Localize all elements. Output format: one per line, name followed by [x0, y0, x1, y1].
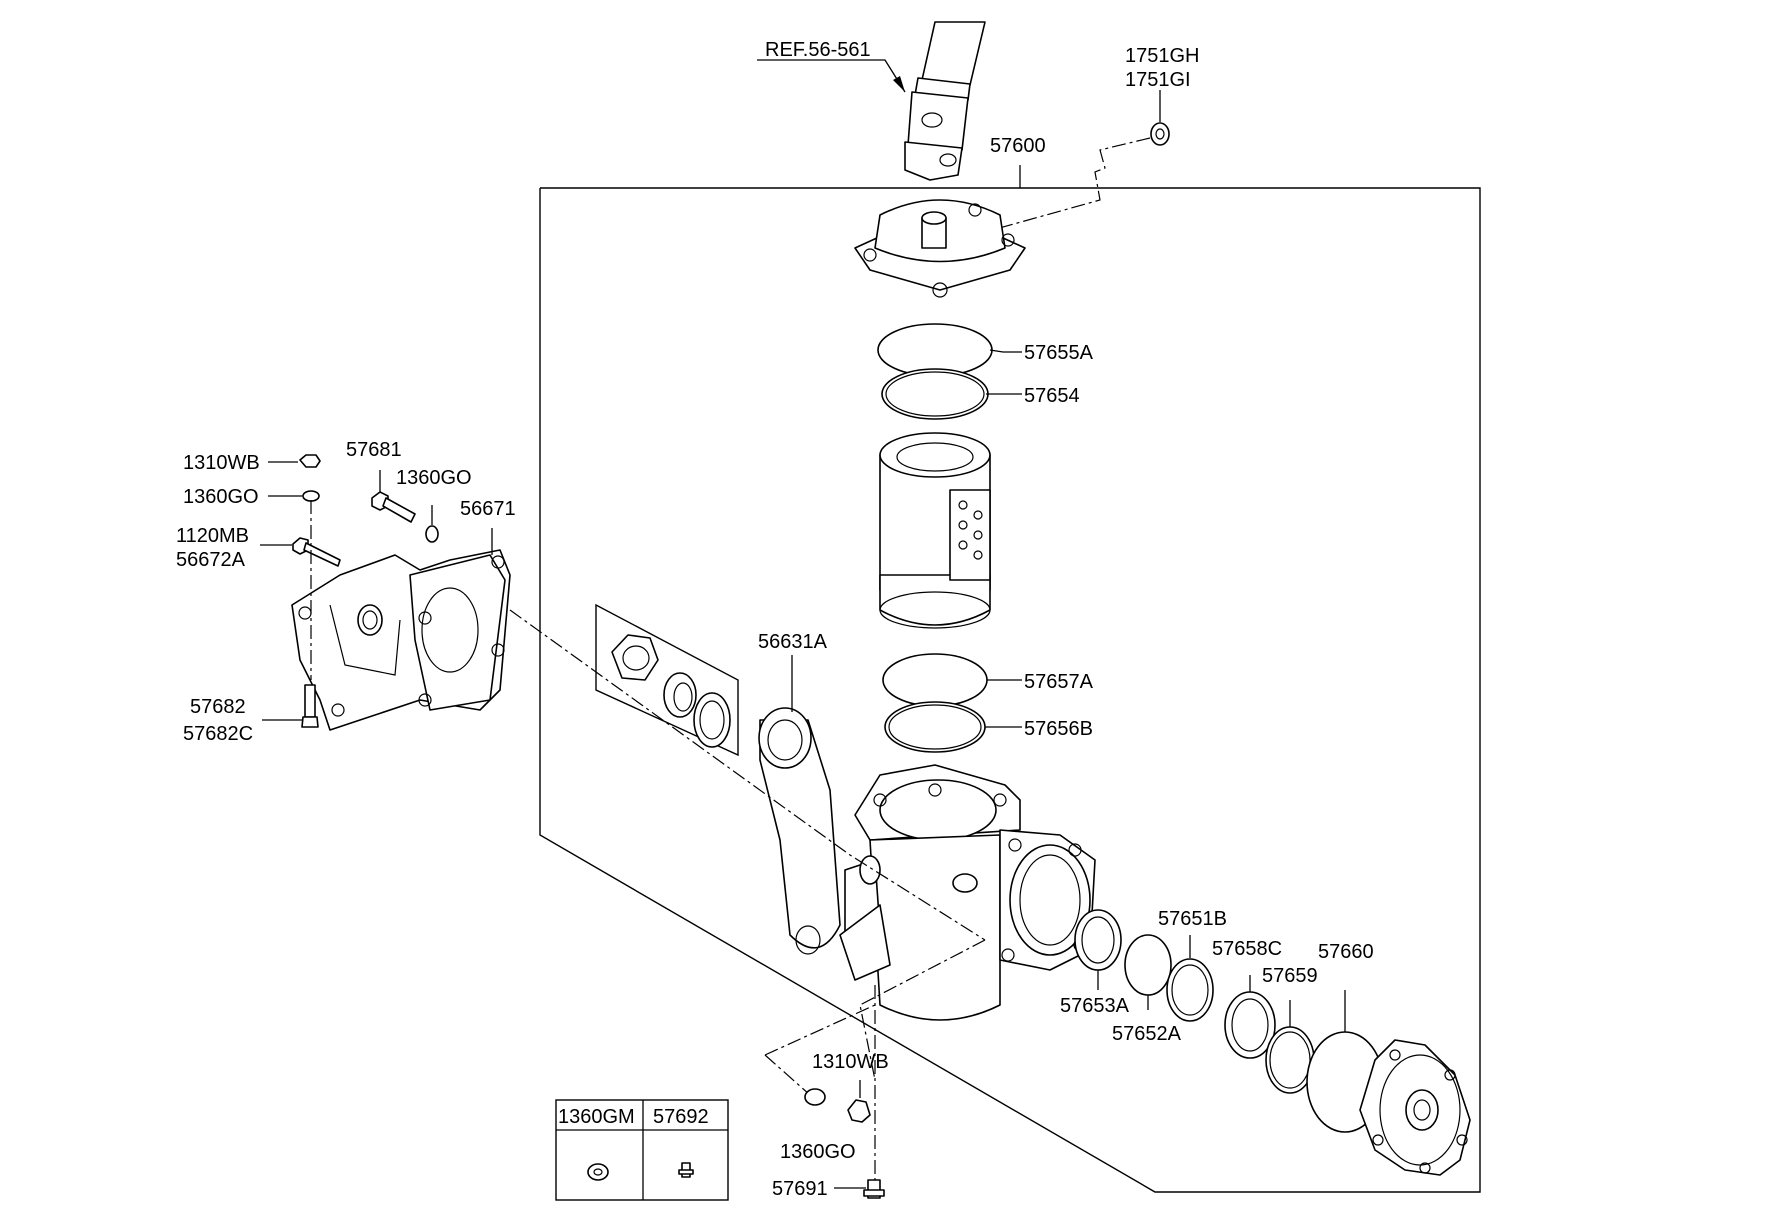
label-1751GH: 1751GH	[1125, 45, 1200, 67]
nut-kit-icon	[611, 634, 731, 748]
label-1360GO-left: 1360GO	[183, 486, 259, 508]
ring-57654-icon	[881, 368, 989, 420]
label-56631A: 56631A	[758, 631, 828, 653]
legend-header-57692: 57692	[653, 1106, 709, 1128]
nut-1310WB-icon	[299, 454, 321, 468]
bolt-57681-icon	[371, 491, 416, 523]
piston-cylinder	[879, 432, 991, 629]
label-57660: 57660	[1318, 941, 1374, 963]
label-57655A: 57655A	[1024, 342, 1094, 364]
pitman-arm	[758, 707, 841, 955]
gear-box-housing	[839, 764, 1096, 1021]
bolt-57682-icon	[301, 684, 319, 728]
seal-57653A-icon	[1074, 909, 1122, 971]
label-57657A: 57657A	[1024, 671, 1094, 693]
label-57653A: 57653A	[1060, 995, 1130, 1017]
label-57682: 57682	[190, 696, 246, 718]
bolt-1120MB-icon	[292, 537, 341, 567]
steering-gear-bracket	[291, 549, 511, 731]
label-1120MB: 1120MB	[176, 525, 249, 547]
gasket-57652A-icon	[1124, 934, 1172, 996]
label-56672A: 56672A	[176, 549, 246, 571]
washer-1751-icon	[1150, 122, 1170, 146]
nut-washer-kit-panel	[595, 603, 739, 757]
label-57656B: 57656B	[1024, 718, 1093, 740]
label-57681: 57681	[346, 439, 402, 461]
seal-57657A-icon	[882, 653, 988, 707]
legend-table	[555, 1099, 729, 1201]
label-57654: 57654	[1024, 385, 1080, 407]
fitting-57692-icon	[678, 1162, 694, 1178]
assembly-frame	[539, 187, 1481, 1193]
fitting-57691-icon	[863, 1179, 885, 1199]
nut-1310WB-bottom-icon	[847, 1099, 871, 1123]
valve-housing	[854, 199, 1026, 298]
label-1360GO-mid: 1360GO	[396, 467, 472, 489]
label-57659: 57659	[1262, 965, 1318, 987]
nut-1360GO-mid-icon	[425, 525, 439, 543]
label-57691: 57691	[772, 1178, 828, 1200]
label-1751GI: 1751GI	[1125, 69, 1191, 91]
label-57600: 57600	[990, 135, 1046, 157]
label-57652A: 57652A	[1112, 1023, 1182, 1045]
ring-57651B-icon	[1166, 958, 1214, 1022]
legend-header-1360GM: 1360GM	[558, 1106, 635, 1128]
washer-1360GO-bottom-icon	[804, 1088, 826, 1106]
label-ref-56-561: REF.56-561	[765, 39, 871, 61]
label-57658C: 57658C	[1212, 938, 1282, 960]
label-57651B: 57651B	[1158, 908, 1227, 930]
steering-column-joint	[904, 21, 986, 181]
label-1360GO-bottom: 1360GO	[780, 1141, 856, 1163]
label-1310WB-left: 1310WB	[183, 452, 260, 474]
washer-1360GM-icon	[587, 1163, 609, 1181]
end-cover-icon	[1359, 1039, 1471, 1176]
washer-1360GO-left-icon	[302, 490, 320, 502]
label-56671: 56671	[460, 498, 516, 520]
label-57682C: 57682C	[183, 723, 253, 745]
ring-57656B-icon	[884, 701, 986, 753]
label-1310WB-bottom: 1310WB	[812, 1051, 889, 1073]
